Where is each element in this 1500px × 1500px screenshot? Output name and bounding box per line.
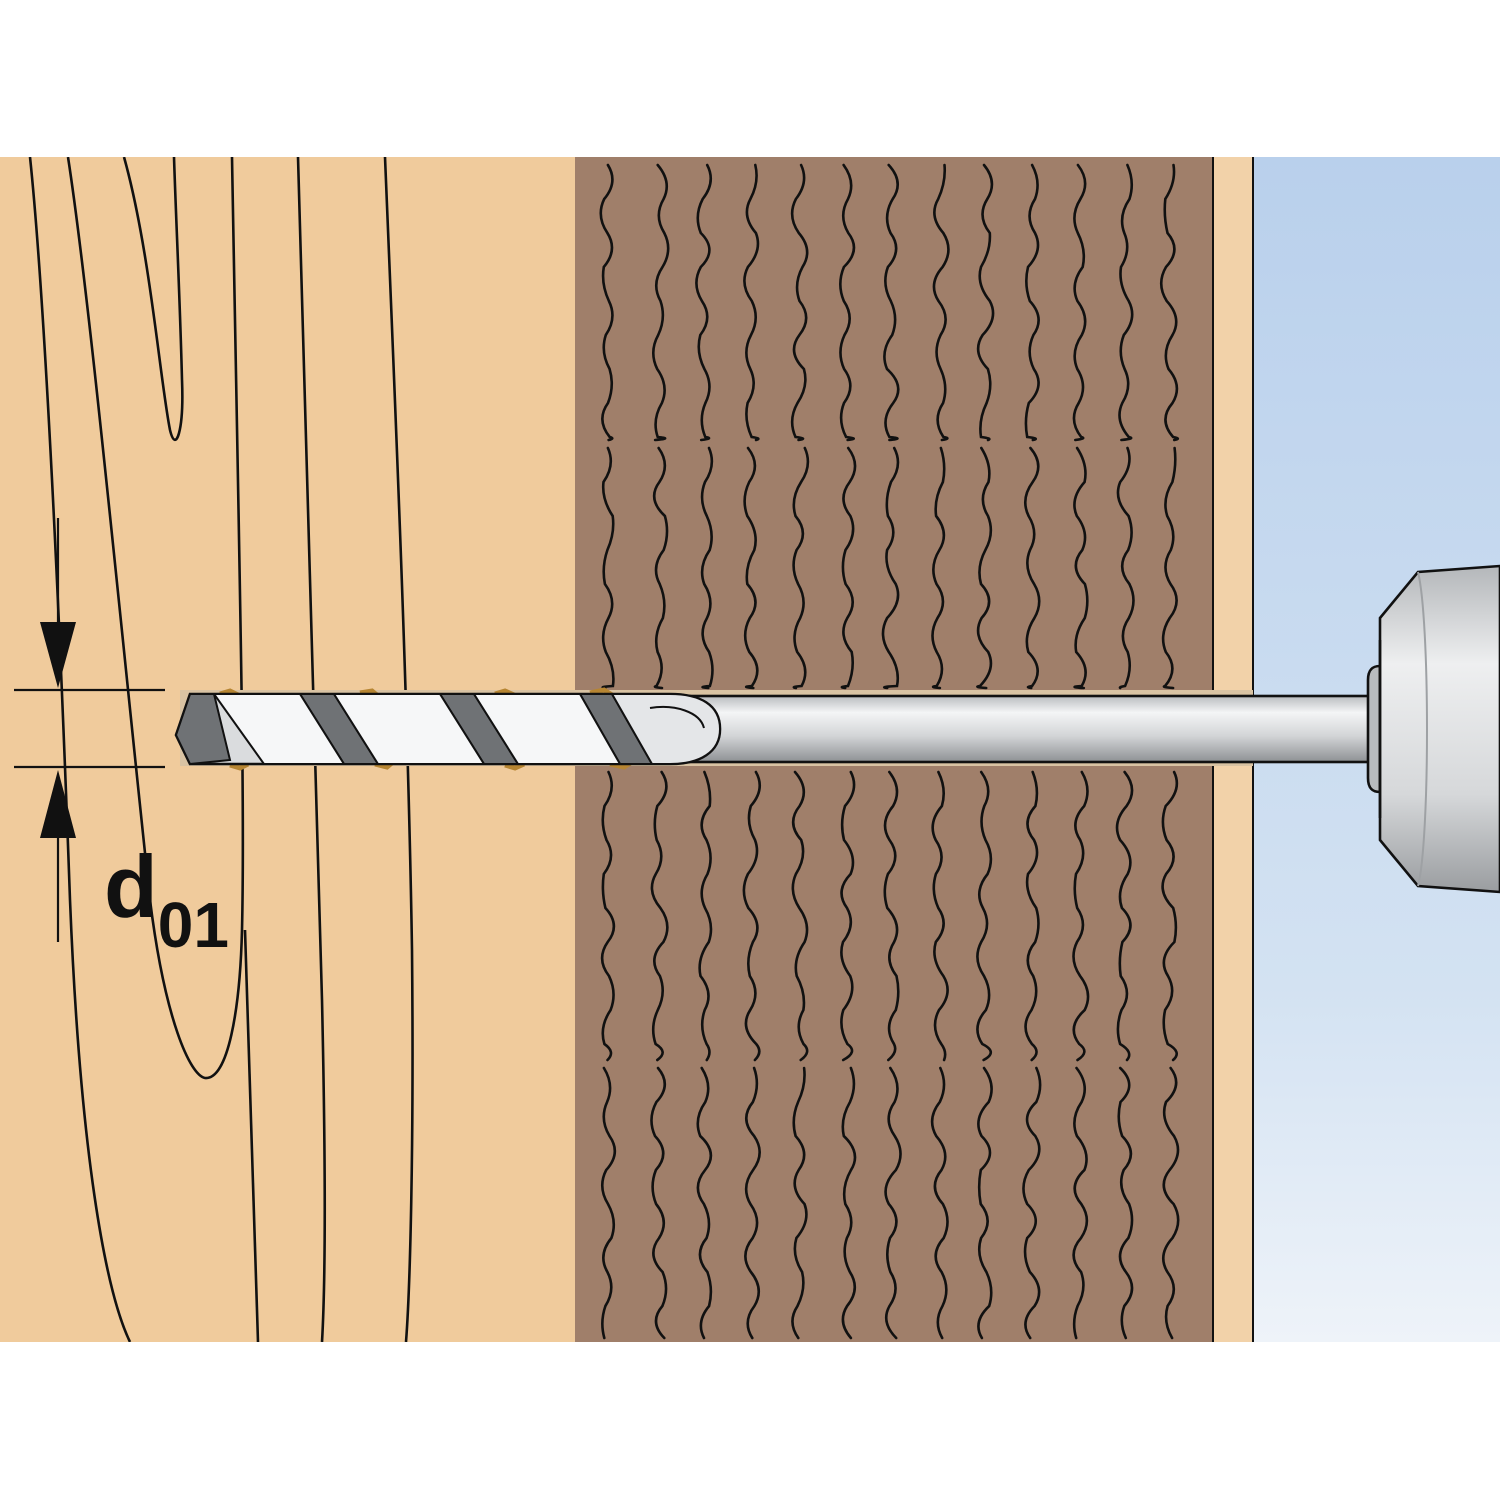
wood-grain-line (743, 446, 759, 690)
wood-grain-line (839, 163, 856, 442)
wood-grain-line (1115, 770, 1134, 1062)
wood-grain-line (652, 163, 670, 442)
wood-grain-ring (66, 157, 245, 1080)
wood-grain-line (742, 770, 762, 1062)
wood-grain-line (977, 1066, 993, 1340)
wood-grain-line (1118, 163, 1134, 442)
wood-grain-line (650, 1066, 668, 1340)
wood-grain-line (1022, 1066, 1042, 1340)
drill-debris (219, 687, 634, 771)
wood-grain-line (791, 770, 809, 1062)
wood-grain-line (931, 446, 946, 690)
dimension-arrow-down-icon (40, 622, 76, 688)
wood-grain-line (695, 163, 713, 442)
wood-grain-line (1072, 163, 1087, 442)
wood-grain-line (744, 1066, 761, 1340)
wood-grain-line (599, 163, 614, 442)
drill-shank (638, 694, 1382, 764)
wood-grain-line (650, 770, 669, 1062)
wood-grain-line (1159, 163, 1180, 442)
wood-grain-line (1024, 770, 1040, 1062)
wood-grain-line (1161, 446, 1178, 690)
wood-grain-line (1161, 1066, 1180, 1340)
dimension-label: d01 (104, 837, 229, 961)
dimension-d01: d01 (14, 518, 229, 961)
wood-grain-line (932, 163, 950, 442)
wood-grain-line (881, 446, 900, 690)
wood-grain-line (931, 770, 949, 1062)
wood-grain-line (1072, 1066, 1089, 1340)
wood-grain-line (840, 770, 856, 1062)
wood-grain-line (601, 1066, 617, 1340)
wood-grain-line (976, 770, 993, 1062)
wood-grain-line (1024, 163, 1040, 442)
wood-grain-line (601, 446, 615, 690)
wood-grain-line (600, 770, 616, 1062)
twist-drill-bit-icon (174, 692, 722, 766)
wood-grain-line (840, 446, 857, 690)
wood-grain-line (243, 929, 260, 1342)
wood-grain-line (883, 770, 900, 1062)
wood-grain-ring (122, 157, 184, 442)
wood-grain-line (296, 157, 326, 1342)
wood-grain-line (743, 163, 760, 442)
wood-grain-line (883, 163, 900, 442)
wood-grain-line (841, 1066, 857, 1340)
wood-grain-line (1117, 1066, 1134, 1340)
wood-grain-line (383, 157, 414, 1342)
wood-grain-line (700, 446, 714, 690)
wood-grain-line (1116, 446, 1135, 690)
wood-grain-line (976, 446, 993, 690)
wood-grain-line (28, 157, 132, 1342)
wood-grain-line (1073, 446, 1089, 690)
wood-grain-line (1161, 770, 1179, 1062)
wood-grain-line (884, 1066, 902, 1340)
drill-chuck-icon (1366, 564, 1500, 894)
dimension-arrow-up-icon (40, 770, 76, 838)
wood-grain-line (1072, 770, 1090, 1062)
wood-grain-line (1023, 446, 1041, 690)
wood-grain-line (698, 770, 713, 1062)
wood-grain-line (792, 446, 810, 690)
wood-grain-line (790, 163, 809, 442)
wood-grain-line (696, 1066, 713, 1340)
wood-grain-line (976, 163, 995, 442)
wood-grain-line (652, 446, 669, 690)
wood-grain-line (930, 1066, 949, 1340)
dimension-label-main: d (104, 837, 158, 936)
wood-grain-line (791, 1066, 808, 1340)
dimension-label-subscript: 01 (158, 889, 229, 961)
